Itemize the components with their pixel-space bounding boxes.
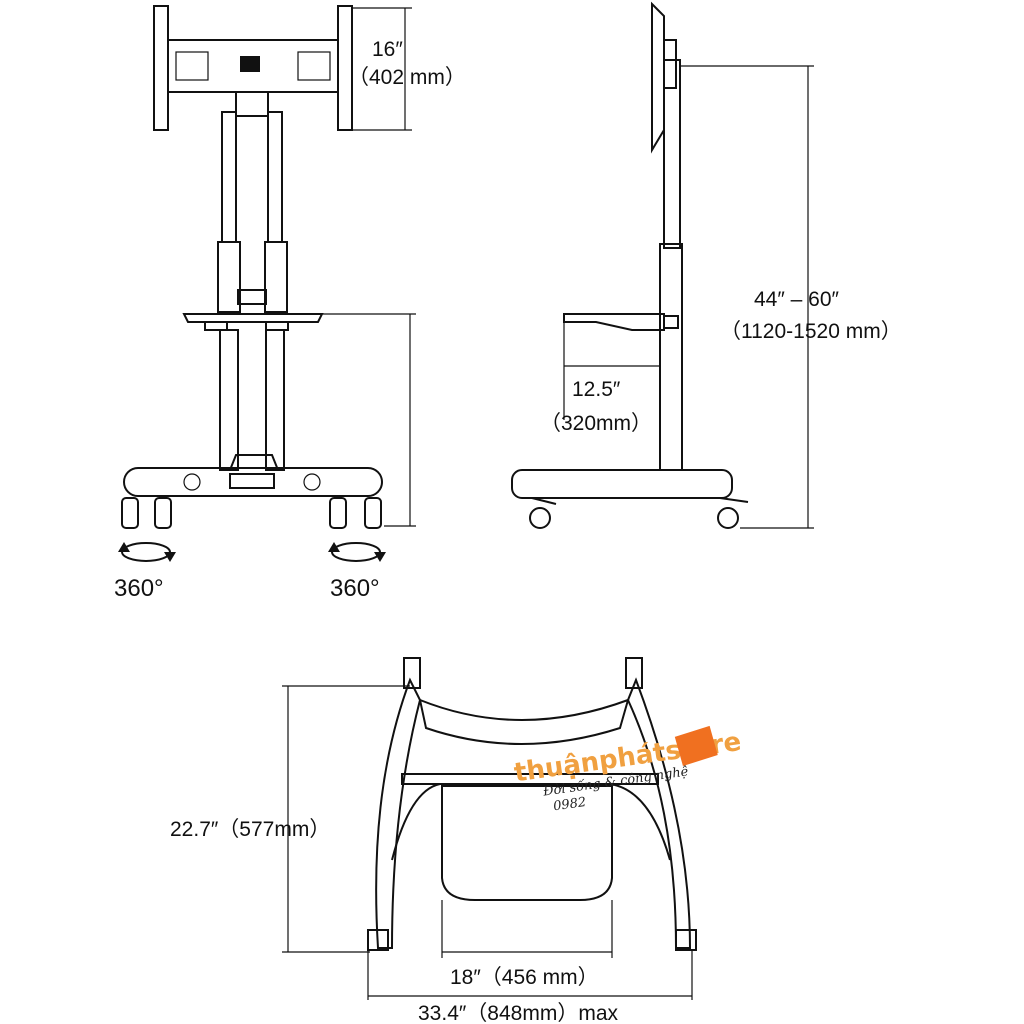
rotation-arrow-icon-left xyxy=(118,542,176,562)
rotation-arrow-icon-right xyxy=(328,542,386,562)
base-depth-label: 22.7″（577mm） xyxy=(170,818,330,841)
side-shelf xyxy=(563,313,665,331)
front-casters xyxy=(121,497,382,529)
shopping-bag-icon xyxy=(674,725,718,767)
shelf-depth-label: 12.5″ xyxy=(572,378,621,401)
watermark-logo: thuậnphátstore Đời sống & công nghệ 0982 xyxy=(512,725,743,814)
top-view xyxy=(282,657,697,1000)
mount-height-label: 16″ xyxy=(372,38,403,61)
watermark-phone: 0982 xyxy=(552,795,587,814)
brand-logo xyxy=(240,56,260,72)
mount-height-mm-label: （402 mm） xyxy=(348,66,466,89)
base-width-label: 33.4″（848mm）max xyxy=(418,1002,619,1024)
front-base xyxy=(123,467,383,497)
shelf-depth-mm-label: （320mm） xyxy=(540,412,652,435)
front-view xyxy=(118,5,416,562)
caster-rotation-left-label: 360° xyxy=(114,575,164,602)
tray xyxy=(441,785,613,901)
height-range-label: 44″ – 60″ xyxy=(754,288,839,311)
side-view xyxy=(511,1,814,529)
shelf-width-label: 18″（456 mm） xyxy=(450,966,599,989)
right-leg xyxy=(626,677,692,949)
height-range-mm-label: （1120-1520 mm） xyxy=(720,320,902,343)
caster-rotation-right-label: 360° xyxy=(330,575,380,602)
top-shelf xyxy=(401,773,659,785)
left-mount-rail xyxy=(153,5,169,131)
front-shelf xyxy=(182,313,324,323)
side-screen xyxy=(651,1,665,154)
left-leg xyxy=(375,677,422,949)
side-base xyxy=(511,469,733,499)
